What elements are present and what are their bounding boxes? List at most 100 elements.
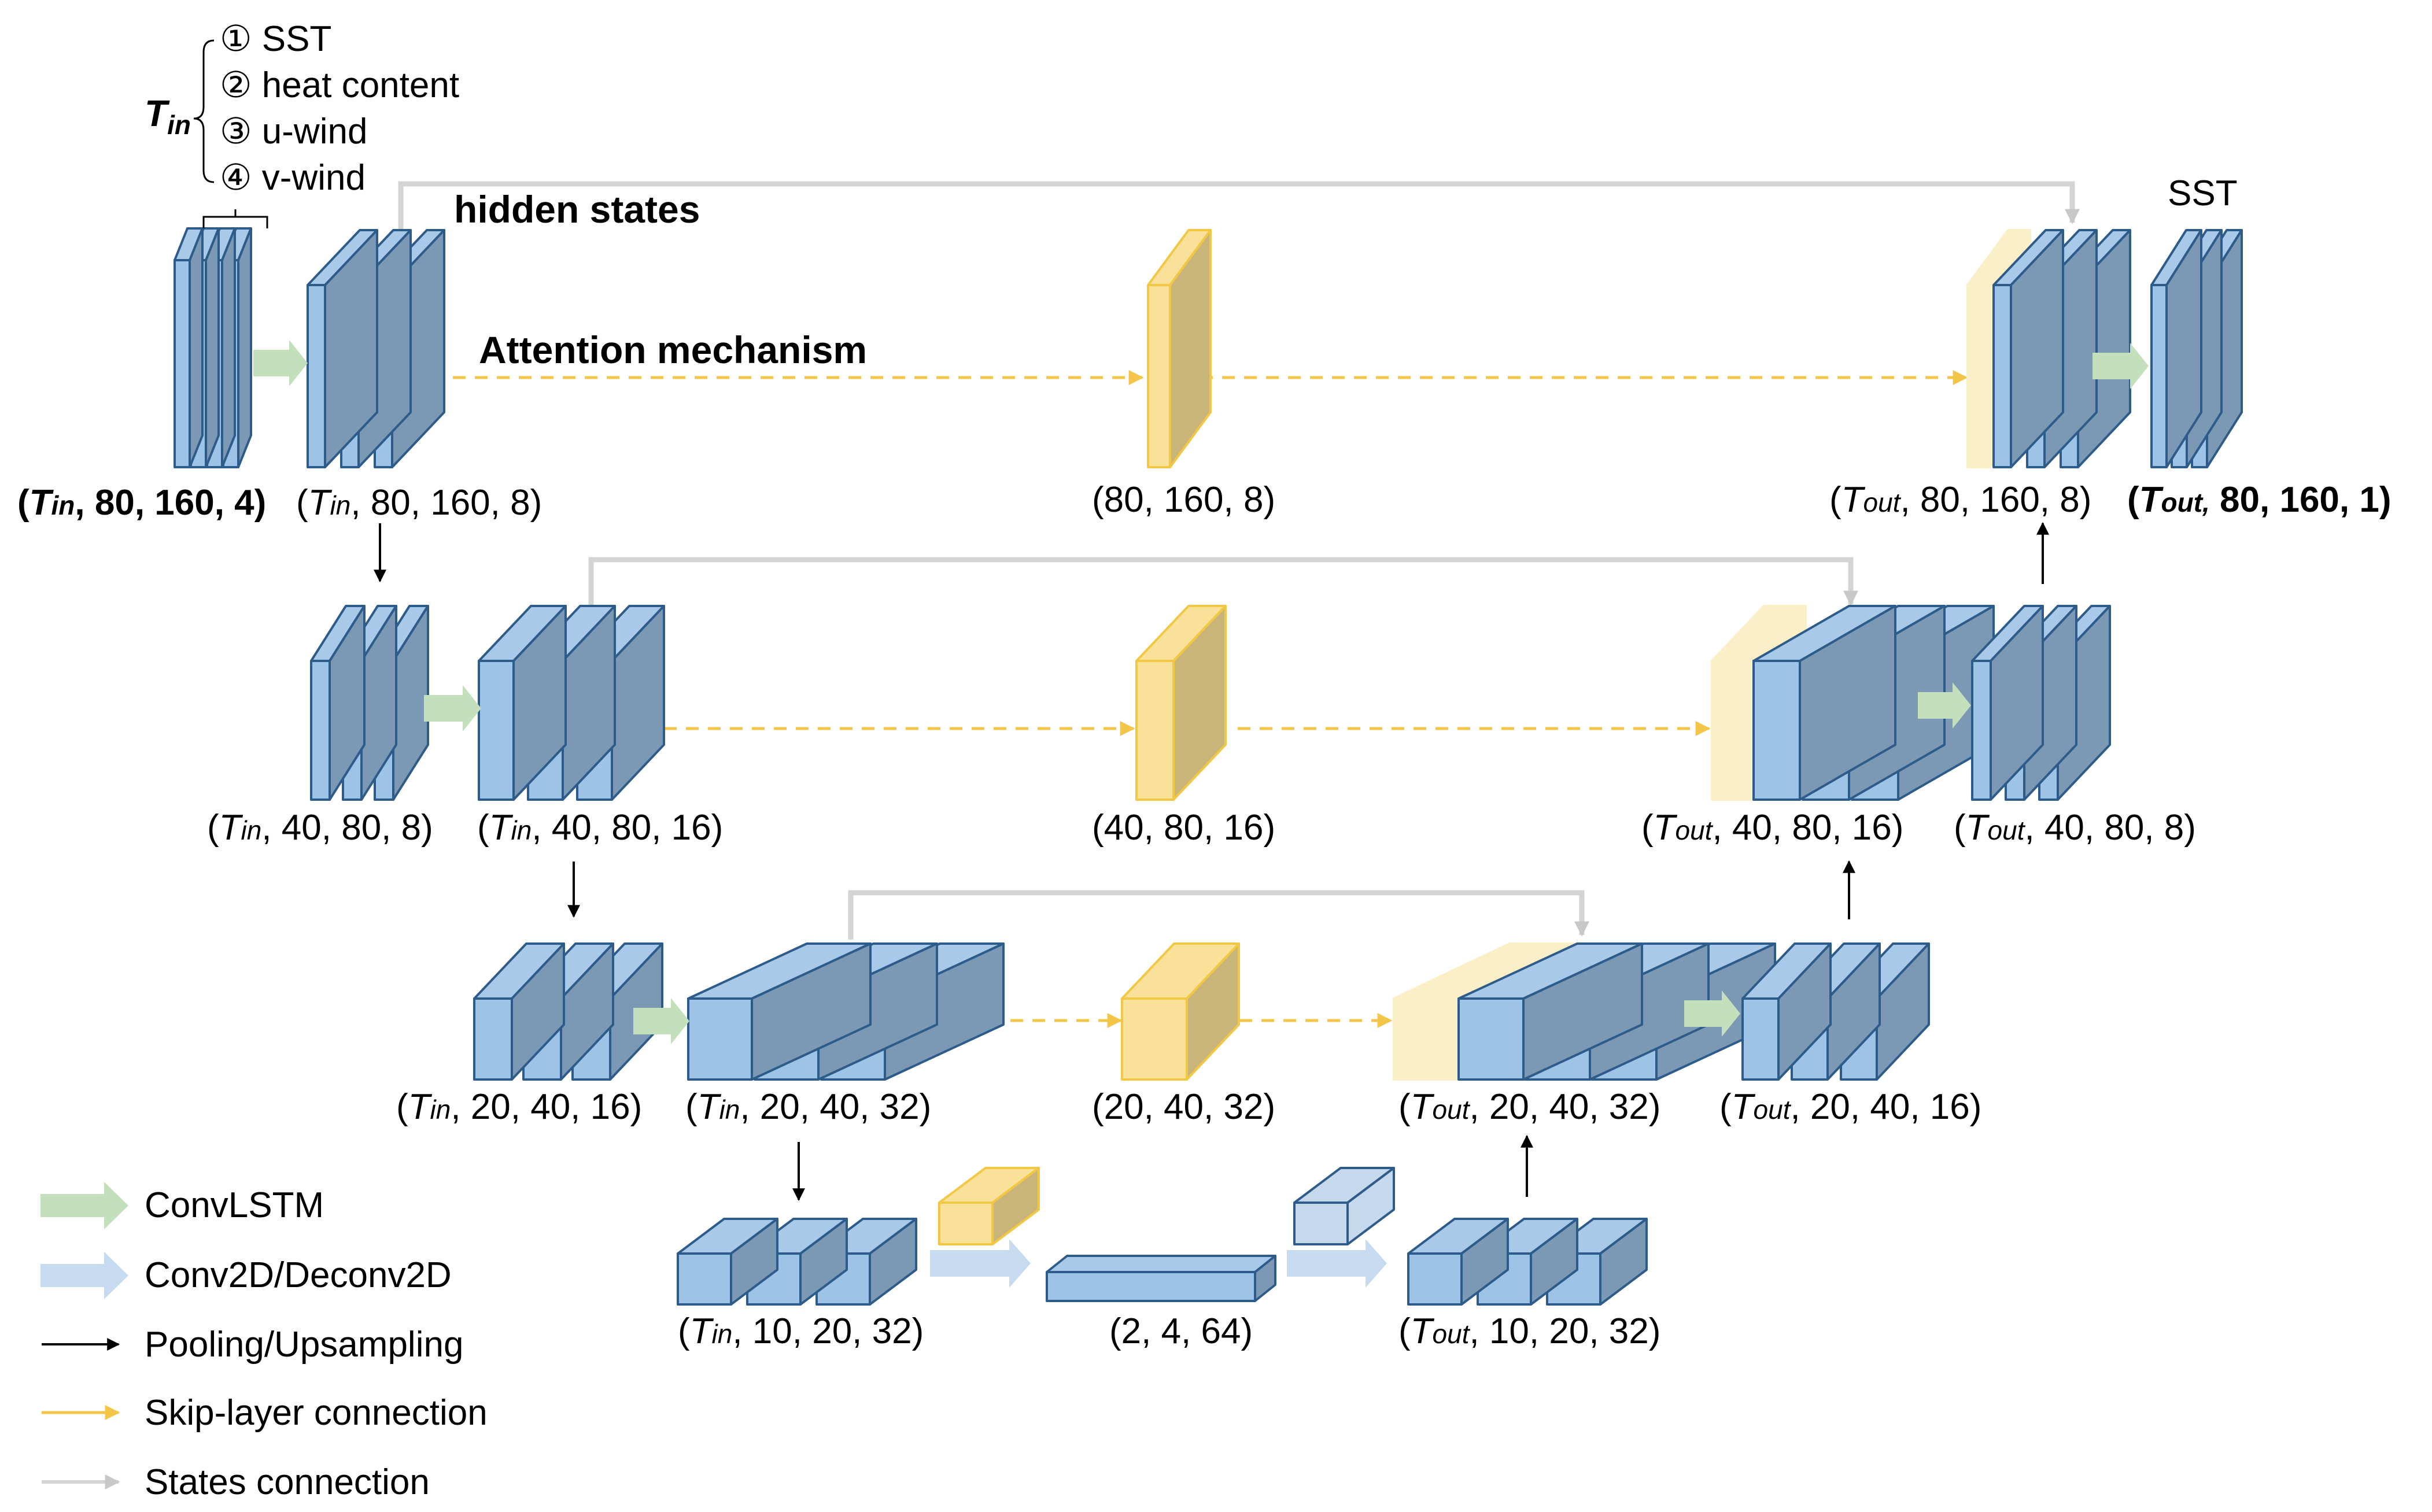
input-tensor-slab-2-side bbox=[221, 227, 236, 468]
states-connection-row3 bbox=[848, 890, 1589, 940]
input-tensor-slab-0 bbox=[174, 227, 204, 468]
conv2d-arrow bbox=[1287, 1239, 1387, 1288]
skip-r3-light-front bbox=[1393, 997, 1460, 1081]
bottleneck-64-top bbox=[1046, 1255, 1276, 1273]
decoder-r3b-slab-0-front bbox=[1741, 997, 1780, 1081]
attention-r1-front bbox=[1147, 284, 1171, 468]
shape-label: (Tout, 40, 80, 16) bbox=[1641, 808, 1903, 848]
legend-states-label: States connection bbox=[145, 1462, 430, 1502]
encoder-r2a-slab-0-front bbox=[310, 660, 331, 801]
legend: ConvLSTM Conv2D/Deconv2D Pooling/Upsampl… bbox=[40, 1182, 488, 1502]
bottleneck-yellow-front bbox=[938, 1202, 994, 1245]
bottleneck-lightblue bbox=[1293, 1167, 1395, 1245]
decoder-r3b-slab-0 bbox=[1741, 942, 1832, 1081]
attention-r3 bbox=[1121, 942, 1240, 1081]
encoder-r3a-slab-0-front bbox=[473, 997, 513, 1081]
encoder-r2b-slab-0-front bbox=[478, 660, 515, 801]
convlstm-arrow bbox=[633, 998, 689, 1044]
skip-r1-light-front bbox=[1966, 284, 1991, 468]
convlstm-arrow bbox=[424, 685, 481, 731]
encoder-r4-slab-0-front bbox=[677, 1252, 732, 1306]
shape-label: (Tin, 40, 80, 8) bbox=[207, 808, 433, 848]
convlstm-arrow bbox=[253, 340, 308, 386]
legend-skip-label: Skip-layer connection bbox=[145, 1393, 488, 1433]
t-in-label: Tin bbox=[145, 93, 191, 140]
states-connection-row1 bbox=[398, 181, 2080, 231]
shape-label: (Tin, 20, 40, 32) bbox=[685, 1087, 931, 1127]
encoder-r4-slab-0 bbox=[677, 1218, 778, 1306]
attention-r2 bbox=[1135, 605, 1227, 801]
shape-label: (Tout, 80, 160, 1) bbox=[2127, 480, 2392, 520]
shape-label: (Tin, 80, 160, 4) bbox=[17, 483, 266, 523]
decoder-r2a-slab-0-front bbox=[1752, 660, 1801, 801]
input-tensor-slab-1-side bbox=[205, 227, 220, 468]
shape-label: (Tin, 10, 20, 32) bbox=[678, 1311, 924, 1351]
hidden-states-title: hidden states bbox=[454, 188, 700, 231]
decoder-r2a-slab-0 bbox=[1752, 605, 1896, 801]
decoder-r3a-slab-0 bbox=[1457, 942, 1643, 1081]
decoder-r2b-slab-0 bbox=[1971, 605, 2044, 801]
attention-r2-front bbox=[1135, 660, 1175, 801]
legend-conv2d-icon bbox=[40, 1252, 128, 1299]
shape-label: (2, 4, 64) bbox=[1109, 1311, 1253, 1351]
network-blocks bbox=[174, 227, 2243, 1306]
variable-v-wind: ④ v-wind bbox=[220, 158, 366, 198]
skip-r2-light-front bbox=[1711, 660, 1755, 801]
input-tensor-slab-3-side bbox=[237, 227, 252, 468]
attention-title: Attention mechanism bbox=[479, 328, 867, 371]
hidden-state-r1-slab-0-front bbox=[307, 284, 326, 468]
convlstm-arrows bbox=[253, 340, 2149, 1044]
legend-convlstm-label: ConvLSTM bbox=[145, 1185, 324, 1225]
bottleneck-yellow bbox=[938, 1167, 1040, 1245]
variable-u-wind: ③ u-wind bbox=[220, 112, 367, 151]
bottleneck-lightblue-front bbox=[1293, 1202, 1349, 1245]
bottleneck-64-front bbox=[1046, 1271, 1256, 1302]
shape-label: (Tout, 20, 40, 32) bbox=[1398, 1087, 1660, 1127]
shape-label: (Tout, 80, 160, 8) bbox=[1829, 480, 2091, 520]
encoder-r2b-slab-0 bbox=[478, 605, 567, 801]
output-sst-slab-0-front bbox=[2150, 284, 2168, 468]
decoder-r1-slab-0-front bbox=[1992, 284, 2012, 468]
pooling-upsampling-arrows bbox=[374, 522, 2049, 1202]
variable-heat-content: ② heat content bbox=[220, 65, 459, 105]
sst-output-title: SST bbox=[2168, 173, 2238, 213]
decoder-r1-slab-0 bbox=[1992, 229, 2064, 468]
attention-r3-front bbox=[1121, 997, 1188, 1081]
convlstm-arrow bbox=[1918, 682, 1971, 729]
convlstm-arrow bbox=[2093, 343, 2149, 389]
encoder-r3b-slab-0 bbox=[687, 942, 872, 1081]
shape-label: (Tout, 10, 20, 32) bbox=[1398, 1311, 1660, 1351]
input-tensor-slab-0-front bbox=[174, 259, 191, 468]
shape-label: (Tout, 40, 80, 8) bbox=[1954, 808, 2196, 848]
states-connections bbox=[398, 181, 2080, 940]
convlstm-arrow bbox=[1684, 990, 1740, 1037]
decoder-r4-slab-0-front bbox=[1407, 1252, 1463, 1306]
attention-r1 bbox=[1147, 229, 1212, 468]
output-sst-slab-0 bbox=[2150, 229, 2202, 468]
encoder-r3b-slab-0-front bbox=[687, 997, 753, 1081]
encoder-r3a-slab-0 bbox=[473, 942, 565, 1081]
bottleneck-64 bbox=[1046, 1255, 1276, 1302]
decoder-r2b-slab-0-front bbox=[1971, 660, 1992, 801]
shape-label: (40, 80, 16) bbox=[1092, 808, 1275, 848]
shape-label: (Tin, 20, 40, 16) bbox=[396, 1087, 642, 1127]
shape-label: (Tin, 40, 80, 16) bbox=[477, 808, 723, 848]
conv2d-arrow bbox=[930, 1239, 1031, 1288]
states-connection-row2 bbox=[588, 557, 1858, 607]
shape-label: (Tout, 20, 40, 16) bbox=[1719, 1087, 1981, 1127]
legend-convlstm-icon bbox=[40, 1182, 128, 1229]
shape-label: (80, 160, 8) bbox=[1092, 480, 1275, 520]
shape-label: (Tin, 80, 160, 8) bbox=[296, 483, 542, 523]
encoder-r2a-slab-0 bbox=[310, 605, 366, 801]
conv2d-arrows bbox=[930, 1239, 1387, 1288]
legend-pooling-label: Pooling/Upsampling bbox=[145, 1325, 463, 1365]
legend-conv2d-label: Conv2D/Deconv2D bbox=[145, 1255, 452, 1295]
input-brace bbox=[193, 39, 215, 183]
shape-label: (20, 40, 32) bbox=[1092, 1087, 1275, 1127]
input-tensor-slab-0-side bbox=[189, 227, 204, 468]
decoder-r3a-slab-0-front bbox=[1457, 997, 1525, 1081]
input-stack-bracket bbox=[202, 209, 268, 228]
decoder-r4-slab-0 bbox=[1407, 1218, 1509, 1306]
hidden-state-r1-slab-0 bbox=[307, 229, 378, 468]
